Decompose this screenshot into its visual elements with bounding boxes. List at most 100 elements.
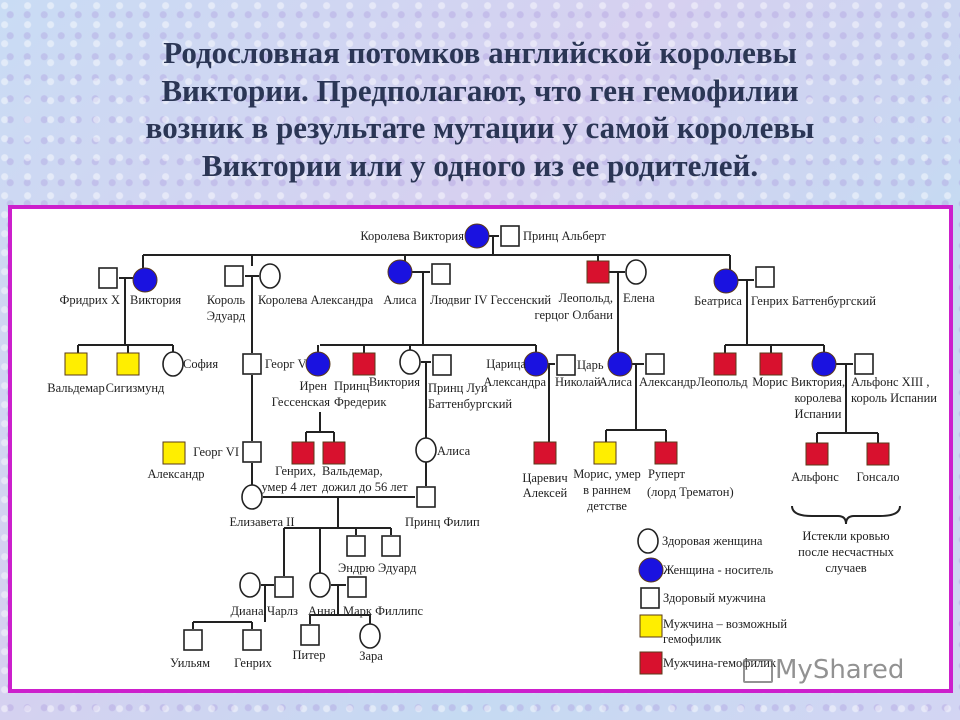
person-sigismund xyxy=(116,352,140,376)
male-hemophiliac-symbol xyxy=(759,352,783,376)
label: Александр xyxy=(639,375,696,389)
person-zara xyxy=(359,623,381,649)
label: Фредерик xyxy=(334,395,387,409)
label: Сигизмунд xyxy=(106,381,165,395)
person-leopold xyxy=(586,260,610,284)
male-possible-symbol xyxy=(162,441,186,465)
label: детстве xyxy=(587,499,627,513)
person-helena xyxy=(625,259,647,285)
female-healthy-symbol xyxy=(259,263,281,289)
person-victoria-spain xyxy=(811,351,837,377)
male-healthy-symbol xyxy=(431,263,451,285)
legend-label: Женщина - носитель xyxy=(663,563,774,577)
male-possible-symbol xyxy=(116,352,140,376)
label: Альфонс xyxy=(791,470,839,484)
person-irene xyxy=(305,351,331,377)
male-healthy-symbol xyxy=(224,265,244,287)
person-andrew xyxy=(346,535,366,557)
person-beatrice xyxy=(713,268,739,294)
female-carrier-symbol xyxy=(811,351,837,377)
male-healthy-symbol xyxy=(556,354,576,376)
label: Елизавета II xyxy=(229,515,294,529)
label: Руперт xyxy=(648,467,686,481)
male-healthy-symbol xyxy=(183,629,203,651)
label: Альфонс XIII , xyxy=(851,375,929,389)
slide-title: Родословная потомков английской королевы… xyxy=(40,34,920,184)
person-alexei xyxy=(533,441,557,465)
person-diana xyxy=(239,572,261,598)
note-line: после несчастных xyxy=(798,545,894,559)
person-william xyxy=(183,629,203,651)
female-healthy-symbol xyxy=(415,437,437,463)
label: Алиса xyxy=(437,444,471,458)
person-alice xyxy=(387,259,413,285)
label: Гонсало xyxy=(857,470,900,484)
person-alexander-athlone xyxy=(645,353,665,375)
label: Зара xyxy=(359,649,383,663)
label: Принц Филип xyxy=(405,515,480,529)
female-healthy-symbol xyxy=(309,572,331,598)
label: Принц Луи xyxy=(428,381,488,395)
label: Генрих, xyxy=(275,464,316,478)
label: умер 4 лет xyxy=(261,480,317,494)
label: Принц xyxy=(334,379,370,393)
label: Морис xyxy=(752,375,788,389)
female-carrier-symbol xyxy=(713,268,739,294)
label: Питер xyxy=(293,648,326,662)
male-hemophiliac-symbol xyxy=(805,442,829,466)
label: Гессенская xyxy=(272,395,331,409)
presentation-icon xyxy=(743,659,773,683)
person-queen-victoria xyxy=(464,223,490,249)
person-tsar-nicholas xyxy=(556,354,576,376)
label: Георг VI xyxy=(193,445,239,459)
label: Генрих xyxy=(234,656,272,670)
female-healthy-symbol xyxy=(162,351,184,377)
male-hemophiliac-symbol xyxy=(639,651,663,675)
person-anne xyxy=(309,572,331,598)
title-line: возник в результате мутации у самой коро… xyxy=(145,110,815,145)
male-possible-symbol xyxy=(593,441,617,465)
female-healthy-symbol xyxy=(625,259,647,285)
label: Принц Альберт xyxy=(523,229,606,243)
male-healthy-symbol xyxy=(347,576,367,598)
person-edward-jr xyxy=(381,535,401,557)
person-alice-battenberg xyxy=(415,437,437,463)
person-peter xyxy=(300,624,320,646)
person-ludwig xyxy=(431,263,451,285)
label: Фридрих X xyxy=(59,293,120,307)
male-hemophiliac-symbol xyxy=(533,441,557,465)
person-friedrich xyxy=(98,267,118,289)
legend-hemophiliac-icon xyxy=(639,651,663,675)
person-alexander xyxy=(162,441,186,465)
label: Эдуард xyxy=(378,561,417,575)
person-victoria xyxy=(132,267,158,293)
female-carrier-symbol xyxy=(305,351,331,377)
male-hemophiliac-symbol xyxy=(713,352,737,376)
male-possible-symbol xyxy=(64,352,88,376)
person-rupert xyxy=(654,441,678,465)
person-louis xyxy=(432,354,452,376)
legend-label: Мужчина – возможный xyxy=(663,617,787,631)
person-prince-philip xyxy=(416,486,436,508)
label: Баттенбургский xyxy=(428,397,512,411)
label: Испании xyxy=(795,407,842,421)
female-carrier-symbol xyxy=(132,267,158,293)
label: Вальдемар, xyxy=(322,464,383,478)
label: Людвиг IV Гессенский xyxy=(430,293,551,307)
label: Диана xyxy=(230,604,263,618)
male-healthy-symbol xyxy=(500,225,520,247)
legend: Здоровая женщина Женщина - носитель Здор… xyxy=(637,528,787,675)
male-hemophiliac-symbol xyxy=(322,441,346,465)
female-carrier-symbol xyxy=(387,259,413,285)
legend-possible-hemophiliac-icon xyxy=(639,614,663,638)
legend-healthy-female-icon xyxy=(637,528,659,554)
label: Эндрю xyxy=(338,561,375,575)
legend-label: Здоровая женщина xyxy=(662,534,763,548)
male-healthy-symbol xyxy=(854,353,874,375)
person-waldemar-prussia xyxy=(322,441,346,465)
person-alfonso-xiii xyxy=(854,353,874,375)
person-maurice-teck xyxy=(593,441,617,465)
note-line: случаев xyxy=(825,561,866,575)
label: Король xyxy=(207,293,246,307)
